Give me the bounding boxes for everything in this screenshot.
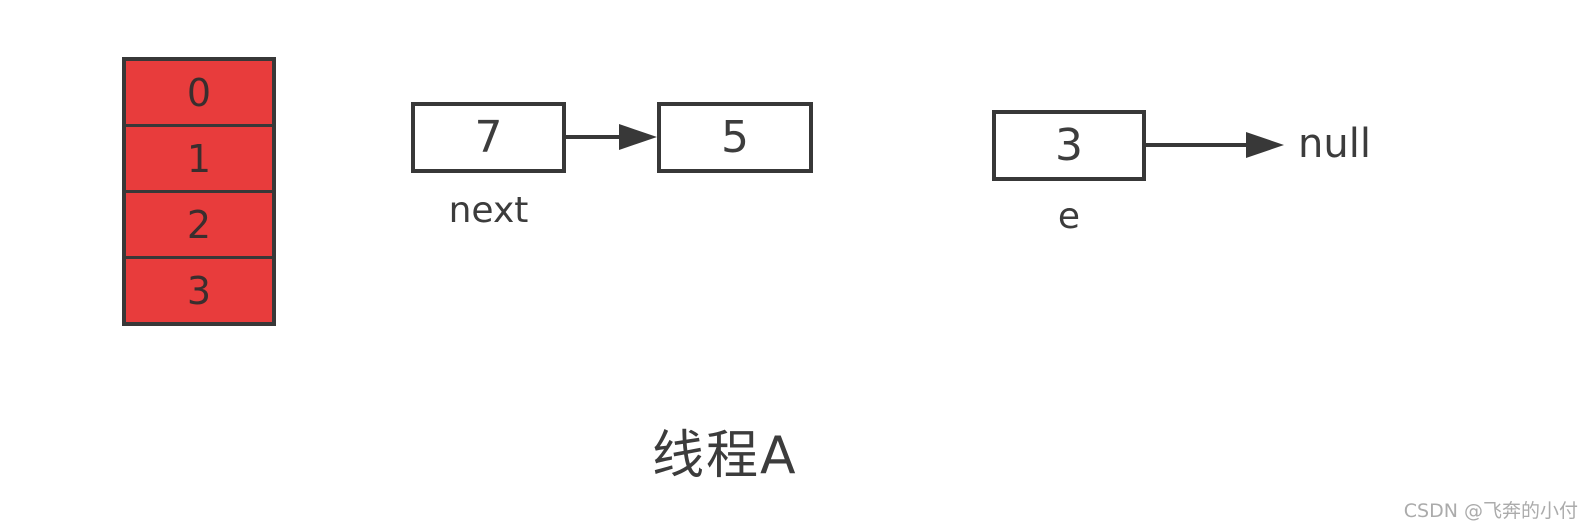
array-cell-2: 2 xyxy=(126,193,272,256)
arrow-7-to-5-line xyxy=(564,135,620,139)
bucket-array: 0 1 2 3 xyxy=(122,57,276,326)
node-7-box: 7 xyxy=(411,102,566,173)
array-cell-3-value: 3 xyxy=(186,268,212,313)
array-cell-0-value: 0 xyxy=(186,70,212,115)
node-5-box: 5 xyxy=(657,102,813,173)
array-cell-3: 3 xyxy=(126,259,272,322)
array-cell-2-value: 2 xyxy=(186,202,212,247)
node-7-value: 7 xyxy=(474,112,503,163)
node-3-value: 3 xyxy=(1055,120,1083,171)
csdn-watermark: CSDN @飞奔的小付 xyxy=(1403,500,1578,522)
arrow-3-to-null-head-icon xyxy=(1246,132,1284,158)
thread-caption: 线程A xyxy=(652,426,798,486)
e-pointer-label: e xyxy=(1057,196,1081,237)
array-cell-1-value: 1 xyxy=(186,136,212,181)
array-cell-0: 0 xyxy=(126,61,272,124)
node-5-value: 5 xyxy=(721,112,749,163)
arrow-3-to-null-line xyxy=(1144,143,1247,147)
next-pointer-label: next xyxy=(448,190,529,231)
node-3-box: 3 xyxy=(992,110,1146,181)
null-label: null xyxy=(1298,121,1371,167)
arrow-7-to-5-head-icon xyxy=(619,124,657,150)
array-cell-1: 1 xyxy=(126,127,272,190)
